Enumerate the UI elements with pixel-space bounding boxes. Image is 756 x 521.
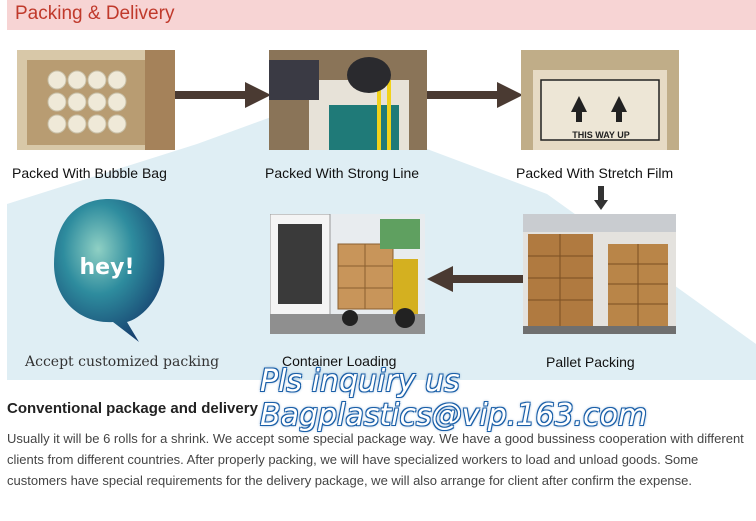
packing-process-panel: Packed With Bubble Bag Packed With Stron… — [7, 44, 756, 380]
stretch-film-photo: THIS WAY UP — [521, 50, 679, 150]
caption-customized-packing: Accept customized packing — [25, 354, 220, 370]
hey-speech-bubble-image: hey! — [54, 199, 165, 342]
caption-container-loading: Container Loading — [282, 353, 397, 369]
arrow-right-icon — [427, 82, 523, 108]
conventional-package-heading: Conventional package and delivery — [7, 400, 258, 417]
caption-stretch-film: Packed With Stretch Film — [516, 165, 674, 181]
caption-pallet-packing: Pallet Packing — [546, 354, 635, 370]
arrow-left-icon — [427, 266, 523, 292]
page-title: Packing & Delivery — [15, 3, 175, 24]
watermark-line-1: Pls inquiry us — [260, 364, 460, 399]
bubble-bag-photo — [17, 50, 175, 150]
hey-text: hey! — [80, 255, 135, 280]
this-way-up-label: THIS WAY UP — [572, 130, 630, 140]
caption-strong-line: Packed With Strong Line — [265, 165, 420, 181]
arrow-down-icon — [594, 186, 608, 210]
pallet-packing-photo — [523, 214, 676, 334]
conventional-package-description: Usually it will be 6 rolls for a shrink.… — [7, 431, 744, 488]
strong-line-photo — [269, 50, 427, 150]
watermark-line-2: Bagplastics@vip.163.com — [260, 398, 648, 433]
caption-bubble-bag: Packed With Bubble Bag — [12, 165, 167, 181]
container-loading-photo — [270, 214, 425, 334]
arrow-right-icon — [175, 82, 271, 108]
section-header: Packing & Delivery — [7, 0, 756, 30]
